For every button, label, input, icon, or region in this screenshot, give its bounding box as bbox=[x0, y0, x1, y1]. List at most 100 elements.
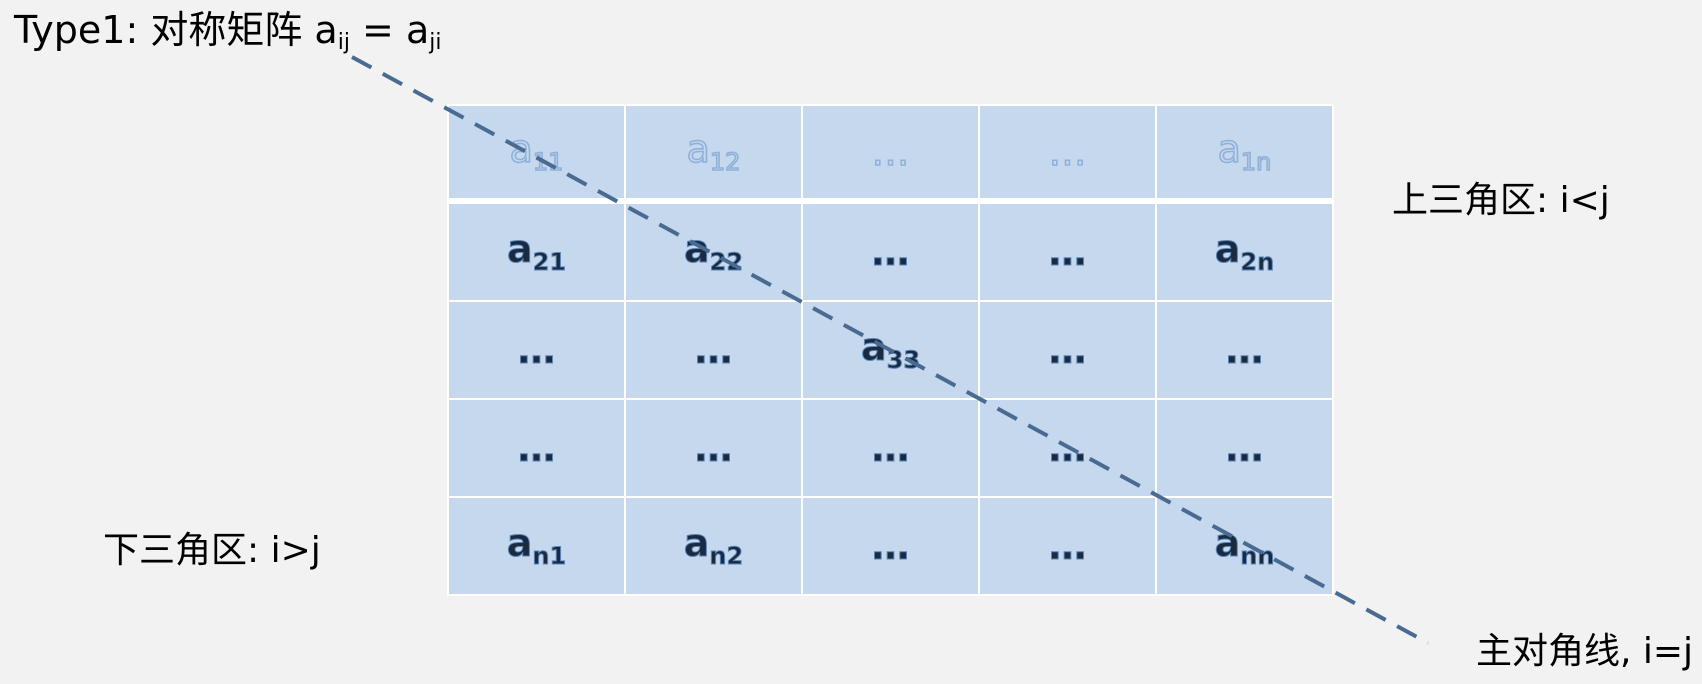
matrix-cell-value: … bbox=[871, 426, 910, 470]
matrix-cell-value: … bbox=[1225, 426, 1264, 470]
cell-base: … bbox=[1225, 328, 1264, 372]
matrix-cell-value: a2n bbox=[1214, 227, 1274, 275]
matrix-cell-value: … bbox=[1048, 328, 1087, 372]
cell-subscript: 22 bbox=[709, 248, 744, 276]
matrix-cell: … bbox=[978, 496, 1157, 596]
matrix-cell: … bbox=[1155, 398, 1334, 498]
matrix-cell: … bbox=[447, 398, 626, 498]
matrix-row: … … … … … bbox=[447, 398, 1334, 498]
matrix-cell: … bbox=[978, 398, 1157, 498]
cell-base: a bbox=[860, 325, 887, 369]
cell-subscript: 2n bbox=[1240, 248, 1275, 276]
matrix-cell-value: … bbox=[871, 130, 911, 174]
cell-base: … bbox=[1048, 130, 1088, 174]
matrix-cell: … bbox=[624, 300, 803, 400]
cell-base: … bbox=[517, 426, 556, 470]
upper-triangle-label: 上三角区: i<j bbox=[1392, 180, 1610, 221]
matrix-cell-value: … bbox=[871, 230, 910, 274]
matrix-cell-value: a33 bbox=[860, 325, 920, 373]
cell-subscript: n1 bbox=[532, 542, 567, 570]
matrix-row: … … a33 … … bbox=[447, 300, 1334, 400]
cell-subscript: 12 bbox=[709, 148, 741, 176]
cell-base: … bbox=[694, 426, 733, 470]
matrix-cell: a2n bbox=[1155, 200, 1334, 302]
matrix-cell-value: a11 bbox=[509, 127, 564, 175]
cell-base: a bbox=[686, 127, 711, 171]
cell-base: … bbox=[871, 524, 910, 568]
matrix-cell: … bbox=[801, 200, 980, 302]
cell-base: a bbox=[1214, 521, 1241, 565]
cell-base: … bbox=[1048, 328, 1087, 372]
cell-subscript: 33 bbox=[886, 346, 921, 374]
matrix-cell-value: ann bbox=[1214, 521, 1275, 569]
matrix-cell: a1n bbox=[1155, 104, 1334, 204]
matrix-cell: … bbox=[801, 496, 980, 596]
matrix-cell-value: a22 bbox=[683, 227, 743, 275]
cell-base: a bbox=[683, 521, 710, 565]
title-mid: = a bbox=[349, 8, 430, 52]
matrix-cell-value: … bbox=[1048, 524, 1087, 568]
matrix-cell-value: an1 bbox=[506, 521, 566, 569]
matrix-cell: … bbox=[978, 104, 1157, 204]
matrix-cell-value: an2 bbox=[683, 521, 743, 569]
matrix-cell: … bbox=[801, 398, 980, 498]
cell-base: … bbox=[871, 426, 910, 470]
main-diagonal-label: 主对角线, i=j bbox=[1476, 631, 1694, 672]
matrix-cell-value: … bbox=[1048, 230, 1087, 274]
cell-base: a bbox=[506, 227, 533, 271]
cell-base: a bbox=[506, 521, 533, 565]
cell-subscript: 1n bbox=[1240, 148, 1272, 176]
title-subscript-ij: ij bbox=[337, 30, 350, 55]
matrix-cell-value: a21 bbox=[506, 227, 566, 275]
cell-base: … bbox=[1048, 524, 1087, 568]
matrix-cell-value: … bbox=[517, 426, 556, 470]
title-subscript-ji: ji bbox=[429, 30, 442, 55]
cell-base: a bbox=[1214, 227, 1241, 271]
cell-base: … bbox=[871, 130, 911, 174]
cell-subscript: 21 bbox=[532, 248, 567, 276]
matrix-cell: … bbox=[801, 104, 980, 204]
matrix-cell: a21 bbox=[447, 200, 626, 302]
matrix-cell: a33 bbox=[801, 300, 980, 400]
matrix-cell: a12 bbox=[624, 104, 803, 204]
matrix-cell: a22 bbox=[624, 200, 803, 302]
matrix-cell-value: … bbox=[517, 328, 556, 372]
matrix-cell: an2 bbox=[624, 496, 803, 596]
cell-base: … bbox=[517, 328, 556, 372]
cell-base: … bbox=[1048, 426, 1087, 470]
matrix-cell-value: a12 bbox=[686, 127, 741, 175]
matrix-cell-value: … bbox=[694, 328, 733, 372]
matrix-cell-value: a1n bbox=[1217, 127, 1272, 175]
matrix-cell: an1 bbox=[447, 496, 626, 596]
cell-base: … bbox=[694, 328, 733, 372]
matrix-cell: … bbox=[978, 300, 1157, 400]
matrix-cell-value: … bbox=[694, 426, 733, 470]
cell-base: … bbox=[1048, 230, 1087, 274]
matrix-cell-value: … bbox=[1225, 328, 1264, 372]
matrix-cell: … bbox=[1155, 300, 1334, 400]
title-prefix: Type1: 对称矩阵 a bbox=[14, 8, 338, 52]
cell-base: a bbox=[509, 127, 534, 171]
cell-base: … bbox=[871, 230, 910, 274]
matrix-cell-value: … bbox=[1048, 130, 1088, 174]
matrix-cell-value: … bbox=[871, 524, 910, 568]
lower-triangle-label: 下三角区: i>j bbox=[103, 530, 321, 571]
cell-subscript: 11 bbox=[532, 148, 564, 176]
cell-base: a bbox=[683, 227, 710, 271]
cell-base: … bbox=[1225, 426, 1264, 470]
matrix-cell: … bbox=[447, 300, 626, 400]
matrix-cell: … bbox=[978, 200, 1157, 302]
diagram-title: Type1: 对称矩阵 aij = aji bbox=[14, 2, 441, 71]
cell-subscript: nn bbox=[1240, 542, 1275, 570]
matrix-cell-value: … bbox=[1048, 426, 1087, 470]
cell-base: a bbox=[1217, 127, 1242, 171]
matrix-cell: … bbox=[624, 398, 803, 498]
cell-subscript: n2 bbox=[709, 542, 744, 570]
matrix-cell: ann bbox=[1155, 496, 1334, 596]
matrix-cell: a11 bbox=[447, 104, 626, 204]
